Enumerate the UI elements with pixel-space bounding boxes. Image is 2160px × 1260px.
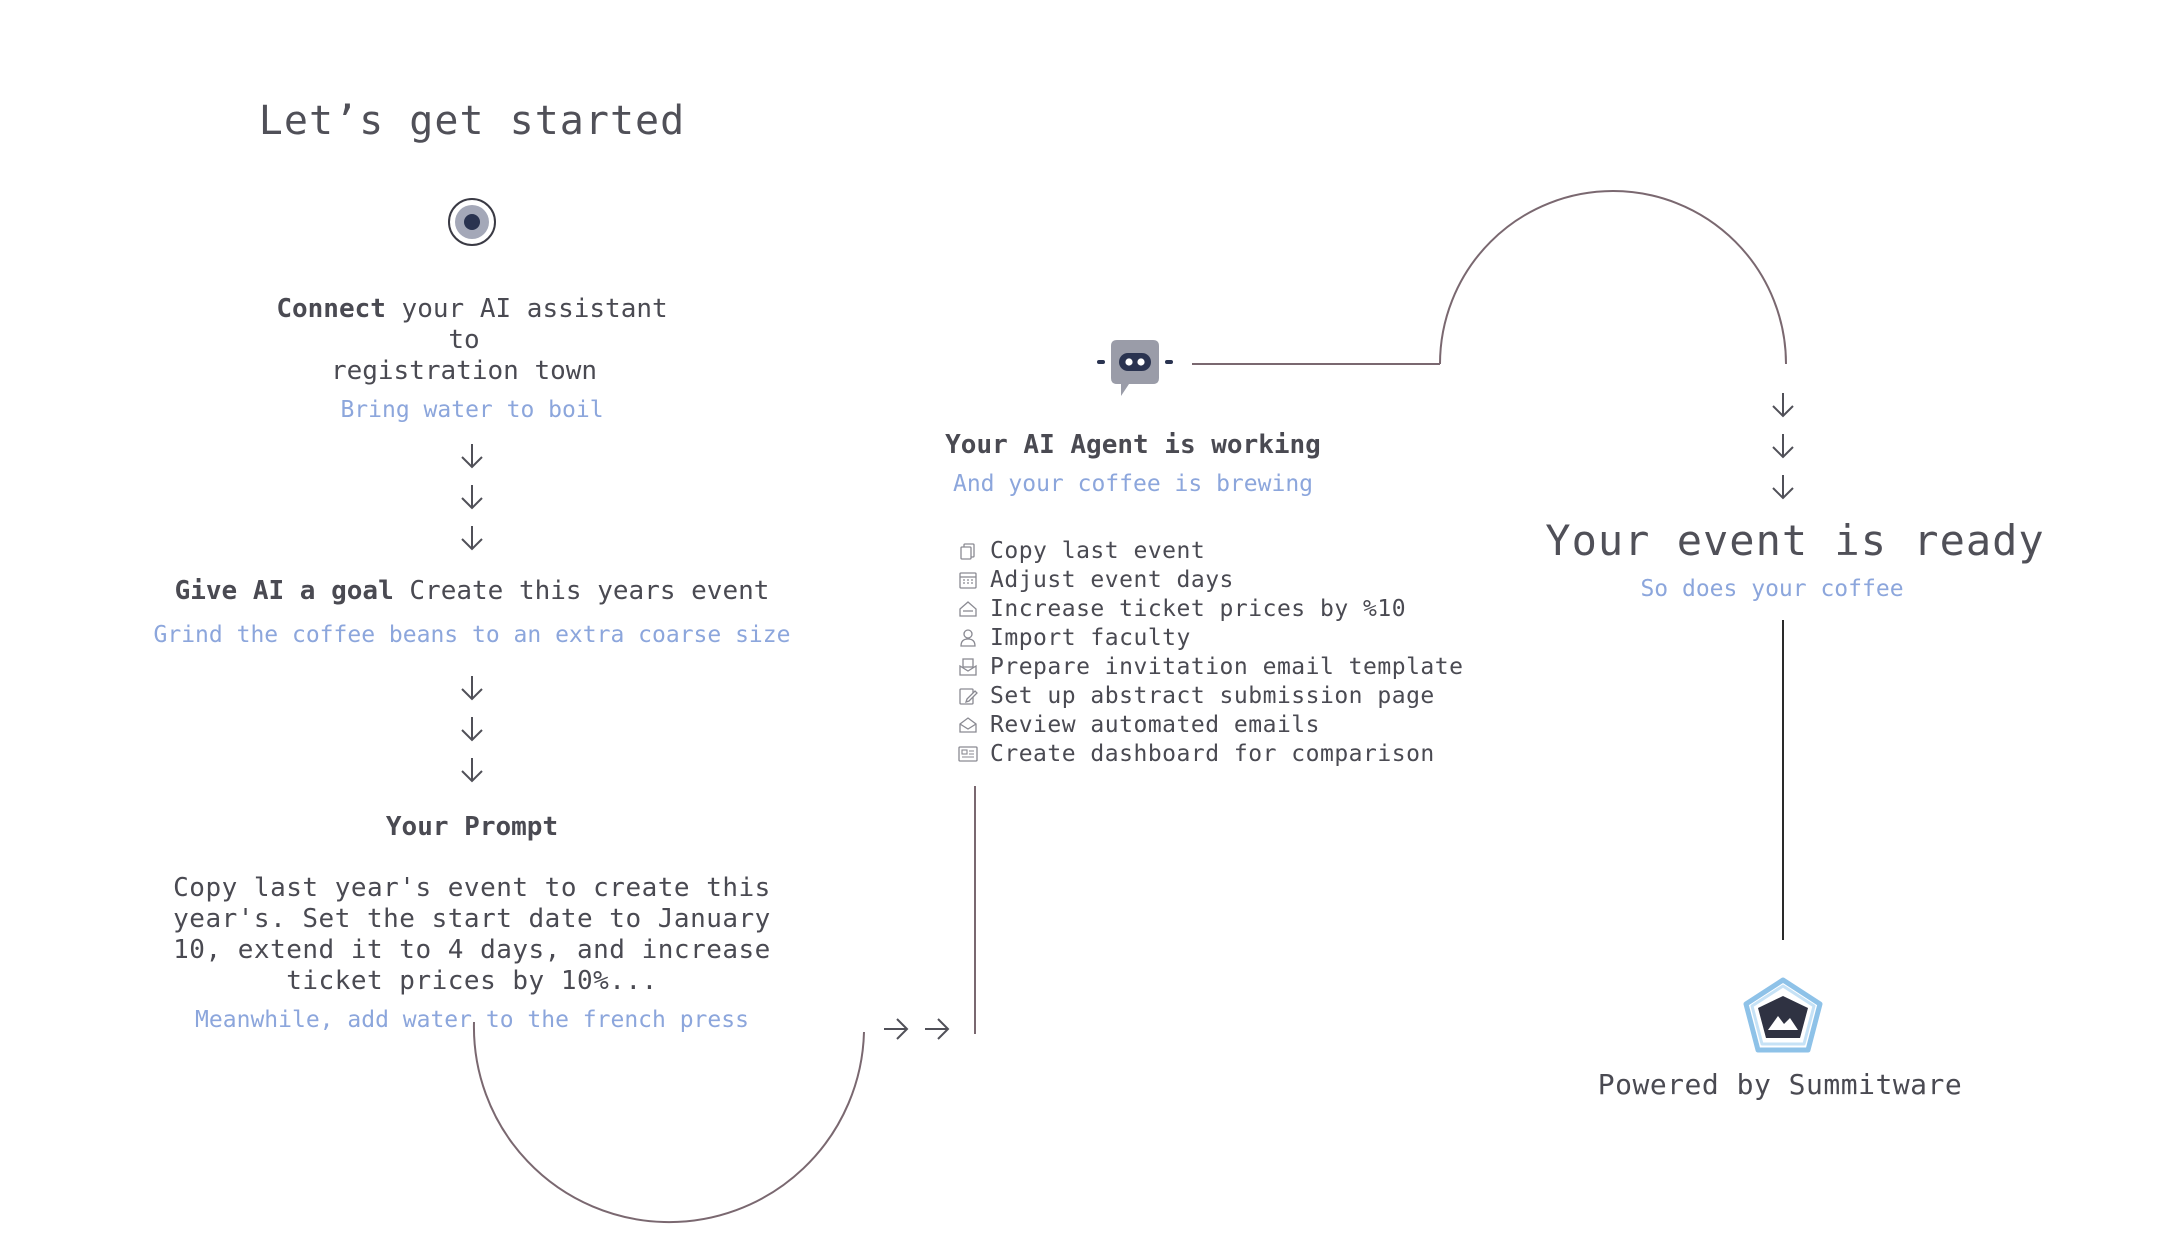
dashboard-icon — [958, 745, 978, 762]
edit-page-icon — [959, 687, 978, 705]
goal-line: Give AI a goal Create this years event — [175, 576, 770, 607]
task-item: Prepare invitation email template — [958, 652, 1463, 681]
person-icon — [960, 628, 976, 647]
agent-heading: Your AI Agent is working — [945, 430, 1321, 460]
connect-rest: your AI assistant — [385, 294, 668, 324]
arrow-down-icon — [461, 676, 483, 701]
agent-subtitle: And your coffee is brewing — [952, 471, 1314, 497]
arrow-down-icon — [461, 444, 483, 469]
task-label: Copy last event — [990, 537, 1206, 564]
task-item: Increase ticket prices by %10 — [958, 594, 1463, 623]
arrow-down-icon — [461, 717, 483, 742]
copy-icon — [960, 542, 975, 560]
result-subtitle: So does your coffee — [1640, 576, 1904, 602]
connector-arc-top — [1439, 190, 1787, 365]
goal-bold: Give AI a goal — [174, 576, 394, 606]
email-template-icon — [959, 657, 977, 676]
result-title: Your event is ready — [1545, 516, 2045, 565]
task-label: Increase ticket prices by %10 — [990, 595, 1407, 622]
task-label: Prepare invitation email template — [990, 653, 1464, 680]
envelope-icon — [959, 716, 977, 733]
target-icon — [448, 198, 496, 246]
arrow-right-icon — [925, 1018, 950, 1040]
arrow-down-icon — [461, 485, 483, 510]
connect-line: Connect your AI assistant — [276, 294, 667, 325]
page-title: Let’s get started — [258, 98, 686, 144]
prompt-text: Copy last year's event to create this ye… — [173, 873, 771, 996]
calendar-icon — [959, 571, 977, 589]
goal-rest: Create this years event — [393, 576, 770, 606]
task-item: Adjust event days — [958, 565, 1463, 594]
powered-by-label: Powered by Summitware — [1597, 1068, 1963, 1101]
task-item: Create dashboard for comparison — [958, 739, 1463, 768]
task-label: Set up abstract submission page — [990, 682, 1435, 709]
task-item: Review automated emails — [958, 710, 1463, 739]
arrow-down-icon — [1772, 475, 1794, 500]
step1-subtitle: Bring water to boil — [340, 397, 604, 423]
connect-line-2: to — [448, 325, 480, 355]
task-label: Create dashboard for comparison — [990, 740, 1435, 767]
task-item: Set up abstract submission page — [958, 681, 1463, 710]
prompt-heading: Your Prompt — [385, 812, 559, 842]
connect-bold: Connect — [276, 294, 386, 324]
summitware-logo-icon — [1743, 977, 1823, 1053]
ticket-icon — [959, 600, 977, 617]
robot-chat-icon — [1097, 340, 1173, 396]
task-label: Import faculty — [990, 624, 1191, 651]
agent-task-list: Copy last event Adjust event days Increa… — [958, 536, 1463, 768]
arrow-down-icon — [1772, 434, 1794, 459]
arrow-down-icon — [461, 526, 483, 551]
arrow-right-icon — [884, 1018, 909, 1040]
task-item: Import faculty — [958, 623, 1463, 652]
task-item: Copy last event — [958, 536, 1463, 565]
connect-line-3: registration town — [330, 356, 598, 386]
connector-arc-bottom — [472, 1021, 865, 1224]
arrow-down-icon — [461, 758, 483, 783]
step3-subtitle: Meanwhile, add water to the french press — [195, 1007, 749, 1033]
step2-subtitle: Grind the coffee beans to an extra coars… — [153, 622, 791, 648]
task-label: Review automated emails — [990, 711, 1320, 738]
task-label: Adjust event days — [990, 566, 1234, 593]
arrow-down-icon — [1772, 393, 1794, 418]
